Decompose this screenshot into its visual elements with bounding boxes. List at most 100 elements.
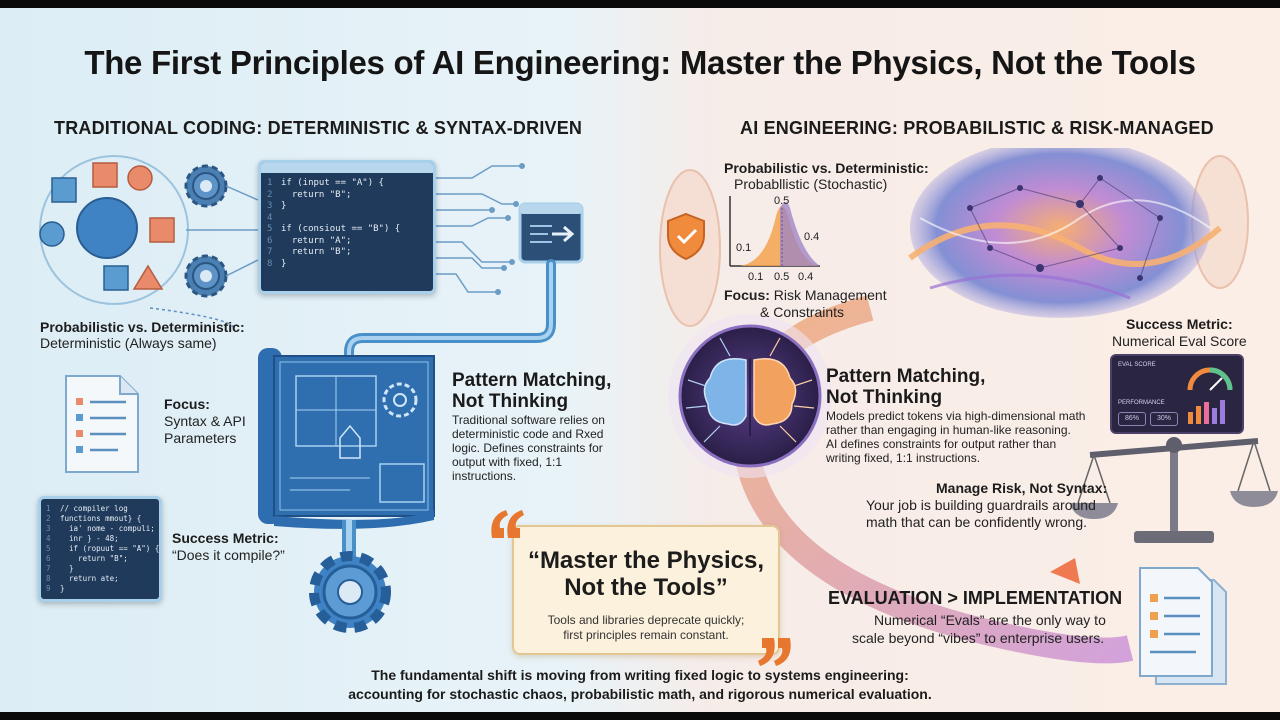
body-line: instructions. (452, 469, 517, 483)
code-text: return "B"; (281, 189, 352, 200)
eval-body-2: scale beyond “vibes” to enterprise users… (852, 630, 1105, 646)
left-pattern-title-2: Not Thinking (452, 391, 569, 412)
stochastic-cloud-icon (908, 148, 1222, 318)
line-number: 2 (46, 514, 51, 523)
left-success-value: “Does it compile?” (172, 547, 285, 563)
dist-tick-3: 0.4 (798, 271, 813, 283)
infographic-canvas: The First Principles of AI Engineering: … (0, 8, 1280, 712)
right-focus-value-2: & Constraints (760, 304, 845, 320)
shapes-cluster-icon (39, 155, 189, 305)
quote-title-2: Not the Tools” (564, 574, 728, 601)
code-line: 5 if (ropuut == "A") { (46, 544, 159, 554)
right-risk-body-1: Your job is building guardrails around (866, 497, 1096, 513)
distribution-chart: 0.5 0.1 0.4 0.1 0.5 0.4 (729, 195, 820, 283)
right-section-header: AI ENGINEERING: PROBABILISTIC & RISK-MAN… (740, 118, 1214, 138)
line-number: 3 (46, 524, 51, 533)
left-focus-value-1: Syntax & API (164, 413, 246, 429)
body-line: Models predict tokens via high-dimension… (826, 409, 1086, 423)
dist-tick-2: 0.5 (774, 271, 789, 283)
open-quote-icon (491, 510, 524, 538)
footer-line-2: accounting for stochastic chaos, probabi… (348, 686, 932, 702)
line-number: 5 (46, 544, 51, 553)
right-risk-label: Manage Risk, Not Syntax: (936, 480, 1108, 496)
code-text: return "B"; (281, 247, 352, 257)
right-prob-label: Probabilistic vs. Deterministic: (724, 160, 929, 176)
quote-title-1: “Master the Physics, (527, 547, 765, 574)
right-risk-body-2: math that can be confidently wrong. (866, 514, 1088, 530)
eval-title: EVALUATION > IMPLEMENTATION (828, 588, 1123, 608)
code-text: } (60, 564, 74, 573)
left-success-label: Success Metric: (172, 530, 279, 546)
dash-title: EVAL SCORE (1118, 362, 1156, 368)
right-focus-line-1: Focus: Risk Management (724, 287, 887, 304)
left-prob-value: Deterministic (Always same) (40, 335, 217, 351)
body-line: rather than engaging in human-like reaso… (826, 423, 1071, 437)
brain-icon (668, 314, 832, 478)
dash-chip-1: 86% (1118, 412, 1146, 426)
line-number: 1 (267, 178, 273, 188)
code-line: 3 ia' nome - compuli; (46, 524, 155, 534)
eval-body-1: Numerical “Evals” are the only way to (874, 612, 1106, 628)
right-success-label: Success Metric: (1126, 316, 1233, 332)
right-pattern-title-1: Pattern Matching, (826, 366, 986, 387)
left-pattern-title-1: Pattern Matching, (452, 370, 612, 391)
line-number: 1 (46, 504, 51, 513)
code-text: return "A"; (281, 235, 352, 246)
body-line: writing fixed, 1:1 instructions. (826, 451, 981, 465)
quote-box: “Master the Physics, Not the Tools” Tool… (512, 525, 780, 655)
dist-peak-label: 0.5 (774, 195, 789, 207)
line-number: 4 (267, 212, 273, 223)
dist-tick-1: 0.1 (748, 271, 763, 283)
terminal-window-icon (518, 202, 584, 264)
line-number: 6 (267, 235, 273, 246)
line-number: 9 (46, 584, 51, 593)
code-text: return ate; (60, 574, 119, 583)
line-number: 2 (267, 189, 273, 200)
dist-right-label: 0.4 (804, 231, 819, 243)
code-text: return "B"; (60, 554, 128, 563)
left-section-header: TRADITIONAL CODING: DETERMINISTIC & SYNT… (54, 118, 583, 138)
line-number: 7 (267, 247, 273, 257)
code-line: 4 (267, 213, 427, 225)
code-line: 6 return "A"; (267, 236, 427, 248)
shield-icon (667, 212, 705, 261)
code-text: ia' nome - compuli; (60, 524, 155, 533)
left-illustration (39, 155, 584, 633)
body-line: logic. Defines constraints for (452, 441, 603, 455)
gear-icon (184, 164, 228, 208)
code-text: // compiler log (60, 504, 128, 513)
line-number: 8 (267, 258, 273, 269)
code-text: functions mmout} { (60, 514, 142, 523)
code-text: if (ropuut == "A") { (60, 544, 160, 553)
code-line: 2 return "B"; (267, 190, 427, 202)
gauge-icon (1187, 367, 1233, 424)
right-prob-value: Probabllistic (Stochastic) (734, 176, 888, 192)
right-focus-label: Focus: (724, 287, 770, 303)
body-line: output with fixed, 1:1 (452, 455, 563, 469)
body-line: Traditional software relies on (452, 413, 605, 427)
code-line: 7 return "B"; (267, 247, 427, 259)
line-number: 5 (267, 224, 273, 234)
code-text: } (60, 584, 65, 593)
code-line: 3} (267, 201, 427, 213)
right-success-value: Numerical Eval Score (1112, 333, 1247, 349)
footer-line-1: The fundamental shift is moving from wri… (371, 667, 909, 683)
code-text: } (281, 201, 287, 211)
code-line: 8} (267, 259, 427, 271)
left-focus-label: Focus: (164, 396, 210, 412)
code-line: 6 return "B"; (46, 554, 154, 564)
dash-perf: PERFORMANCE (1118, 400, 1165, 406)
line-number: 7 (46, 564, 51, 573)
documents-icon (1139, 567, 1227, 685)
code-line: 1 // compiler log (46, 504, 154, 514)
eval-dashboard: EVAL SCORE PERFORMANCE 86% 30% (1110, 354, 1244, 434)
dash-chip-2: 30% (1150, 412, 1178, 426)
right-focus-value-1: Risk Management (773, 287, 887, 303)
